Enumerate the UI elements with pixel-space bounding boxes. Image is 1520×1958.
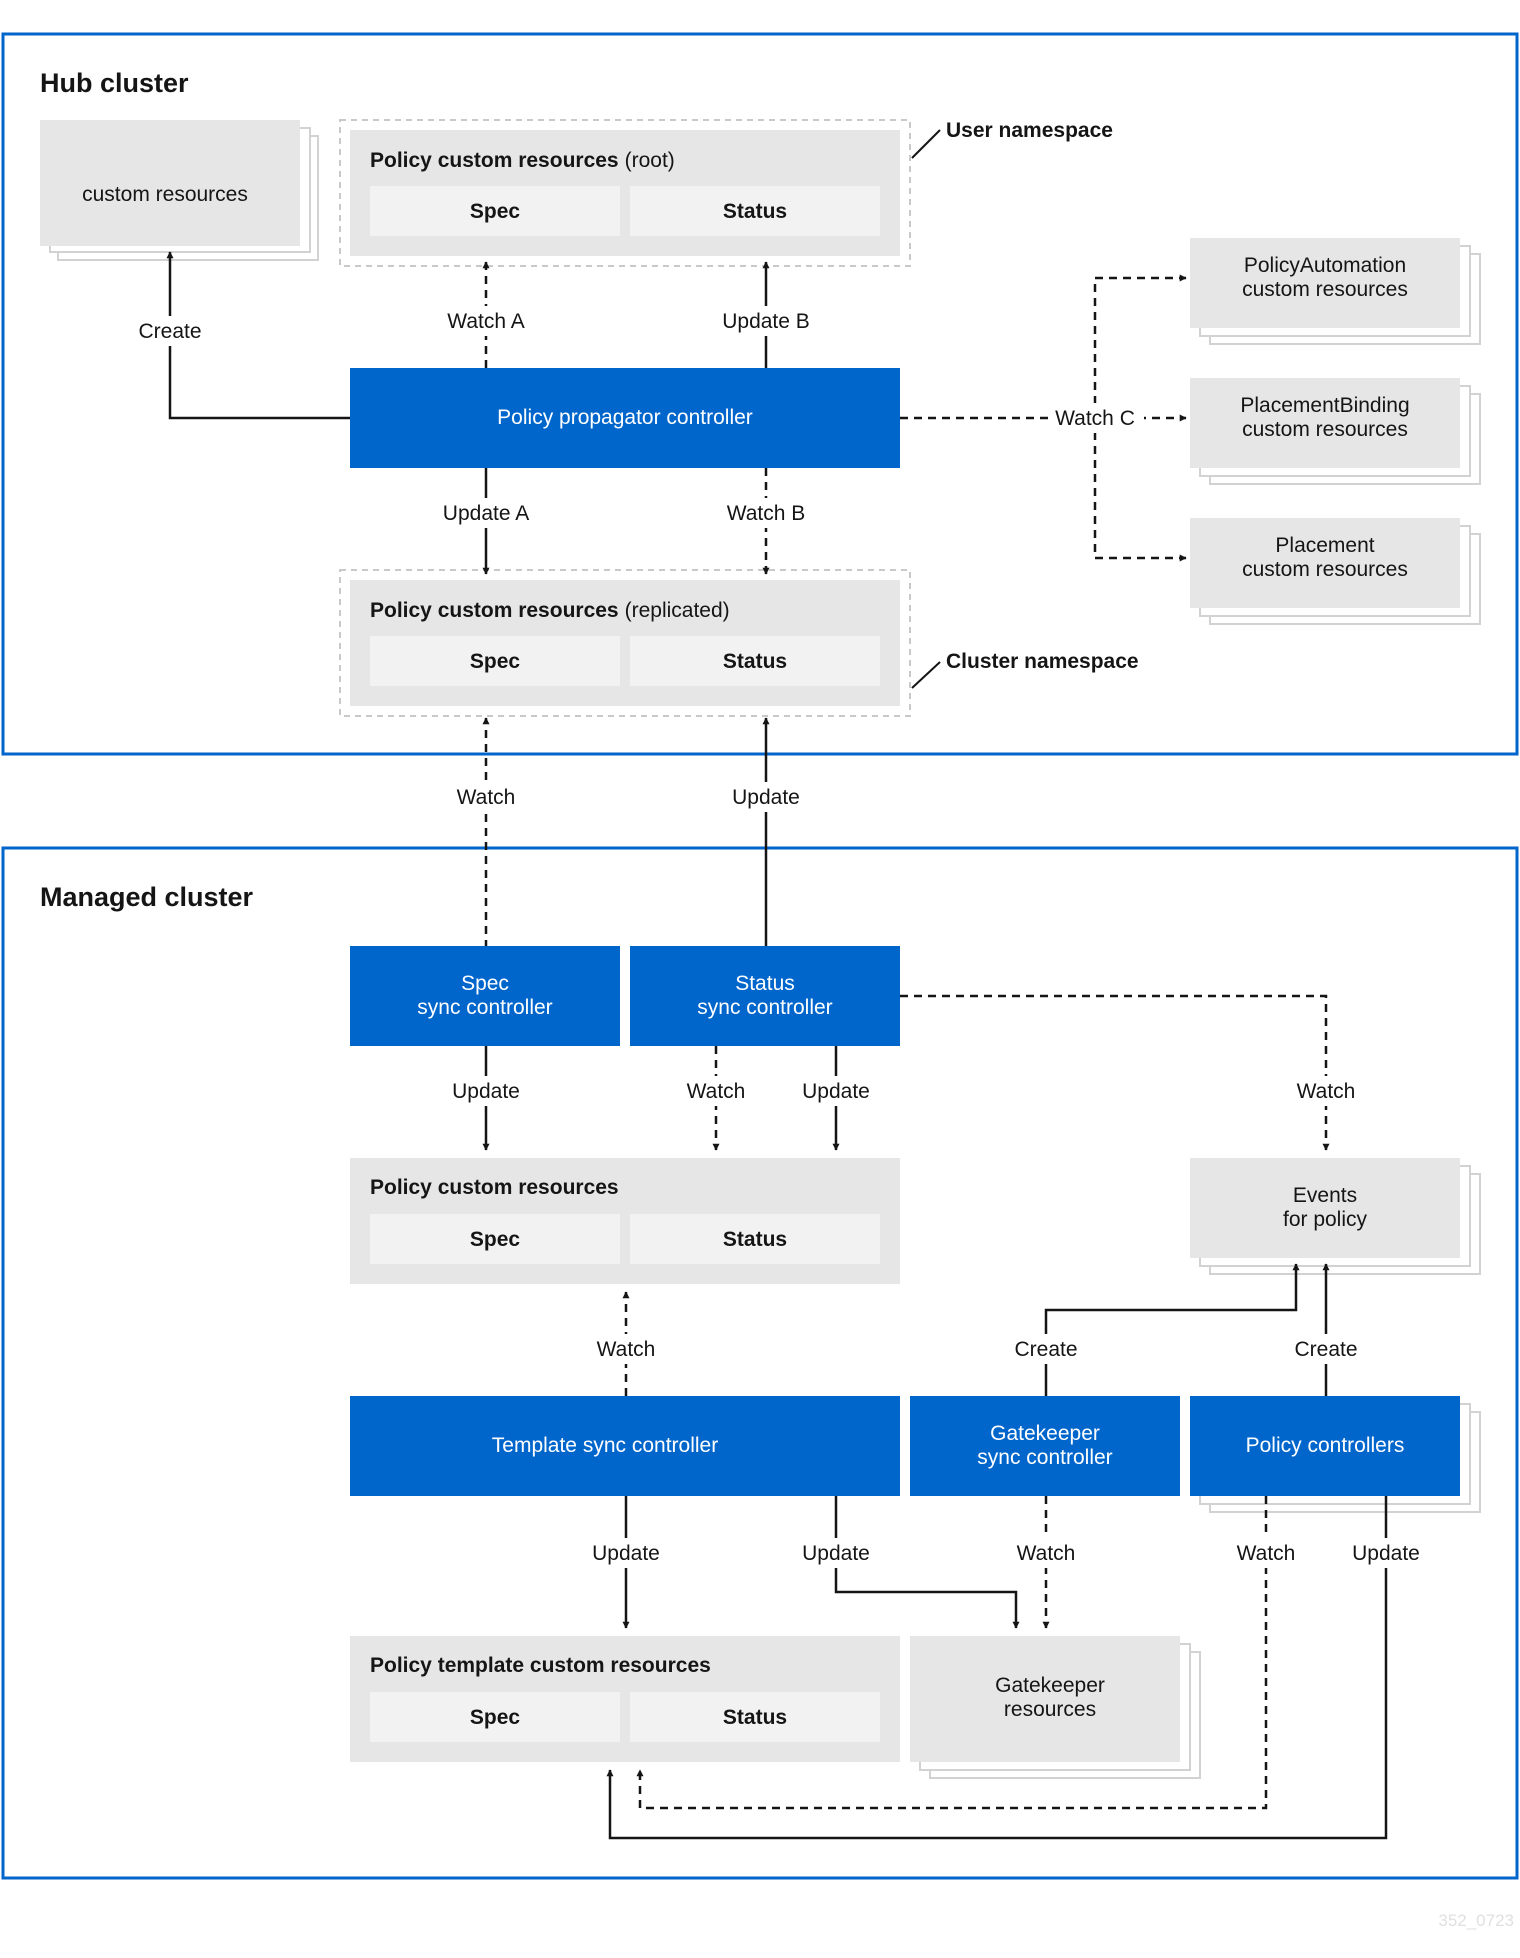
template-sync-label: Template sync controller [492, 1434, 718, 1457]
update-b-label: Update B [722, 310, 810, 333]
placement-binding-label-2: custom resources [1242, 418, 1408, 441]
watch-gk-label: Watch [1017, 1542, 1076, 1565]
update-status-label: Update [802, 1080, 870, 1103]
gatekeeper-sync-controller: Gatekeeper sync controller [910, 1396, 1180, 1496]
placement-label-2: custom resources [1242, 558, 1408, 581]
events-box: Events for policy [1190, 1158, 1481, 1275]
create-gk-label: Create [1014, 1338, 1077, 1361]
watch-c-label: Watch C [1055, 407, 1135, 430]
policy-cr-root: Policy custom resources(root) Spec Statu… [350, 130, 900, 256]
gatekeeper-resources-box: Gatekeeper resources [910, 1636, 1201, 1779]
watch-pc-label: Watch [1237, 1542, 1296, 1565]
update-gk-label: Update [802, 1542, 870, 1565]
placement-binding-label-1: PlacementBinding [1240, 394, 1409, 417]
watch-template-label: Watch [597, 1338, 656, 1361]
user-namespace-boundary [339, 119, 911, 267]
gatekeeper-resources-label-1: Gatekeeper [995, 1674, 1105, 1697]
figure-id-watermark: 352_0723 [1438, 1911, 1514, 1930]
create-label: Create [138, 320, 201, 343]
policy-propagator-controller: Policy propagator controller [350, 368, 900, 468]
gatekeeper-resources-label-2: resources [1004, 1698, 1096, 1721]
template-sync-controller: Template sync controller [350, 1396, 900, 1496]
events-label-2: for policy [1283, 1208, 1368, 1231]
status-sync-label-2: sync controller [697, 996, 832, 1019]
policy-cr-managed-spec: Spec [470, 1228, 521, 1251]
update-pc-arrow [606, 1496, 1388, 1840]
policy-controllers: Policy controllers [1190, 1396, 1481, 1513]
policy-automation-label-1: PolicyAutomation [1244, 254, 1406, 277]
policy-automation-box: PolicyAutomation custom resources [1190, 238, 1481, 345]
policy-cr-root-title: Policy custom resources(root) [370, 149, 675, 172]
policy-cr-root-status: Status [723, 200, 787, 223]
spec-sync-label-2: sync controller [417, 996, 552, 1019]
update-spec-label: Update [452, 1080, 520, 1103]
hub-cluster-title: Hub cluster [40, 68, 189, 98]
policy-cr-root-spec: Spec [470, 200, 521, 223]
update-between-label: Update [732, 786, 800, 809]
watch-pc-arrow [636, 1496, 1268, 1810]
spec-sync-controller: Spec sync controller [350, 946, 620, 1046]
policy-cr-replicated-spec: Spec [470, 650, 521, 673]
policy-template-cr-status: Status [723, 1706, 787, 1729]
policy-propagator-label: Policy propagator controller [497, 406, 753, 429]
placement-binding-box: PlacementBinding custom resources [1190, 378, 1481, 485]
update-template-label: Update [592, 1542, 660, 1565]
watch-events-arrow [900, 994, 1330, 1151]
spec-sync-label-1: Spec [461, 972, 509, 995]
watch-events-label: Watch [1297, 1080, 1356, 1103]
cluster-namespace-label: Cluster namespace [946, 650, 1139, 673]
policy-template-cr-spec: Spec [470, 1706, 521, 1729]
status-sync-label-1: Status [735, 972, 795, 995]
policy-automation-label-2: custom resources [1242, 278, 1408, 301]
policy-cr-managed: Policy custom resources Spec Status [350, 1158, 900, 1284]
update-pc-label: Update [1352, 1542, 1420, 1565]
watch-b-label: Watch B [727, 502, 806, 525]
managed-cluster-title: Managed cluster [40, 882, 254, 912]
update-a-label: Update A [443, 502, 529, 525]
placement-box: Placement custom resources [1190, 518, 1481, 625]
placement-label-1: Placement [1275, 534, 1374, 557]
policy-cr-replicated-title: Policy custom resources(replicated) [370, 599, 730, 622]
policy-cr-managed-status: Status [723, 1228, 787, 1251]
watch-c-branch-up [1093, 274, 1187, 418]
cluster-namespace-boundary [339, 569, 911, 717]
watch-c-branch-down [1093, 418, 1187, 562]
policy-template-cr: Policy template custom resources Spec St… [350, 1636, 900, 1762]
watch-status-label: Watch [687, 1080, 746, 1103]
policy-template-cr-title: Policy template custom resources [370, 1654, 711, 1677]
events-label-1: Events [1293, 1184, 1357, 1207]
watch-a-label: Watch A [447, 310, 524, 333]
policy-cr-replicated-status: Status [723, 650, 787, 673]
status-sync-controller: Status sync controller [630, 946, 900, 1046]
custom-resources-label: custom resources [82, 183, 248, 206]
policy-cr-managed-title: Policy custom resources [370, 1176, 619, 1199]
gatekeeper-sync-label-1: Gatekeeper [990, 1422, 1100, 1445]
gatekeeper-sync-label-2: sync controller [977, 1446, 1112, 1469]
user-namespace-label: User namespace [946, 119, 1113, 142]
create-arrow [166, 251, 350, 420]
custom-resources-box: custom resources [40, 120, 319, 261]
policy-controllers-label: Policy controllers [1246, 1434, 1405, 1457]
create-pc-label: Create [1294, 1338, 1357, 1361]
watch-between-label: Watch [457, 786, 516, 809]
policy-cr-replicated: Policy custom resources(replicated) Spec… [350, 580, 900, 706]
